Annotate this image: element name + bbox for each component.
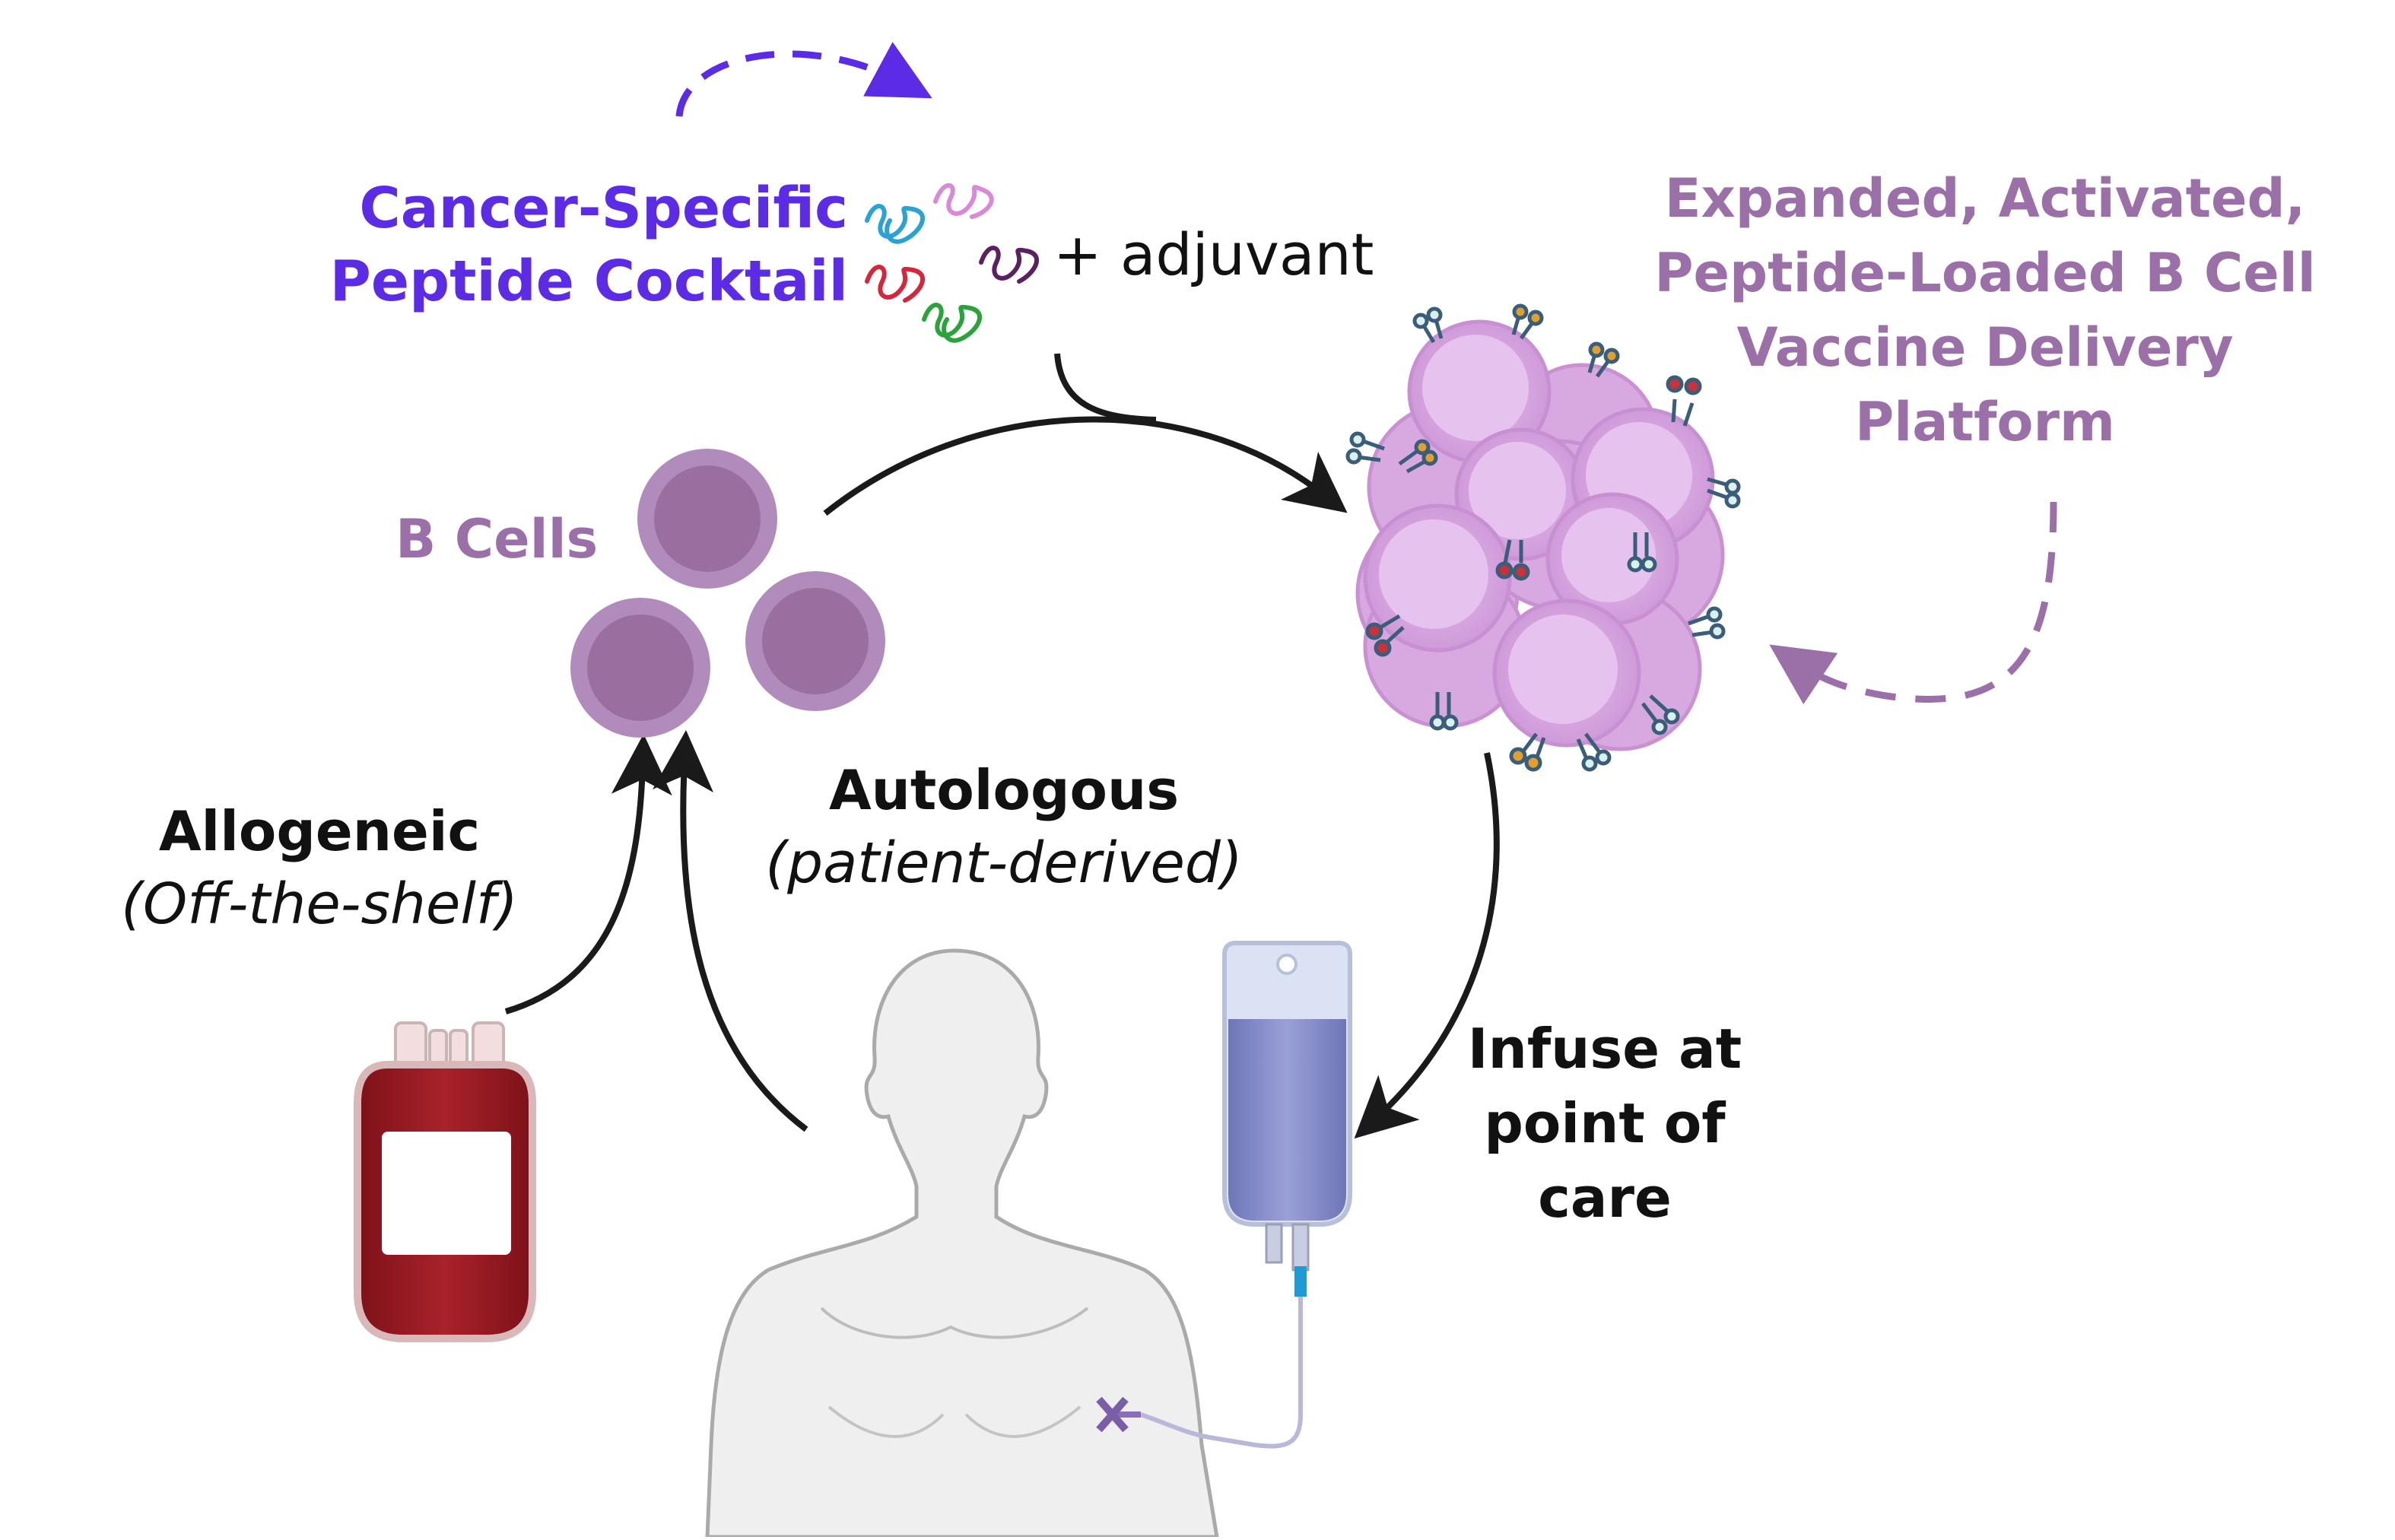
peptide-squiggle-icon: [865, 183, 1039, 343]
platform-label-line3: Vaccine Delivery: [1736, 316, 2234, 379]
platform-label: Expanded, Activated, Peptide-Loaded B Ce…: [1620, 161, 2350, 459]
peptide-label: Cancer-Specific Peptide Cocktail: [308, 172, 848, 318]
infuse-label-line3: care: [1538, 1166, 1672, 1230]
peptide-label-line1: Cancer-Specific: [359, 176, 848, 241]
allogeneic-arrow: [504, 734, 672, 1014]
b-cells-label: B Cells: [395, 508, 599, 570]
autologous-sublabel: (patient-derived): [765, 830, 1243, 896]
platform-label-line4: Platform: [1854, 391, 2115, 453]
adjuvant-label: + adjuvant: [1053, 221, 1374, 288]
allogeneic-label: Allogeneic: [158, 799, 481, 863]
infuse-label: Infuse at point of care: [1422, 1011, 1787, 1235]
infuse-label-line1: Infuse at: [1467, 1017, 1742, 1081]
human-silhouette-icon: [705, 948, 1219, 1539]
cluster-to-iv-arrow: [1354, 752, 1500, 1139]
bcells-to-cluster-arrow: [823, 416, 1348, 516]
cycle-arrow-platform: [1769, 501, 2057, 705]
platform-label-line2: Peptide-Loaded B Cell: [1654, 242, 2316, 304]
autologous-arrow: [653, 730, 808, 1132]
autologous-label: Autologous: [828, 758, 1180, 822]
iv-bag-icon: [1096, 941, 1352, 1449]
infuse-label-line2: point of: [1484, 1091, 1726, 1155]
platform-label-line1: Expanded, Activated,: [1664, 167, 2306, 230]
peptide-label-line2: Peptide Cocktail: [329, 249, 848, 314]
blood-bag-icon: [354, 1021, 536, 1342]
b-cell-cluster-icon: [1345, 303, 1741, 772]
adjuvant-arrow: [1054, 353, 1157, 423]
b-cell-icon: [570, 449, 885, 738]
allogeneic-sublabel: (Off-the-shelf): [121, 872, 518, 937]
cycle-arrow-peptides: [675, 42, 932, 117]
